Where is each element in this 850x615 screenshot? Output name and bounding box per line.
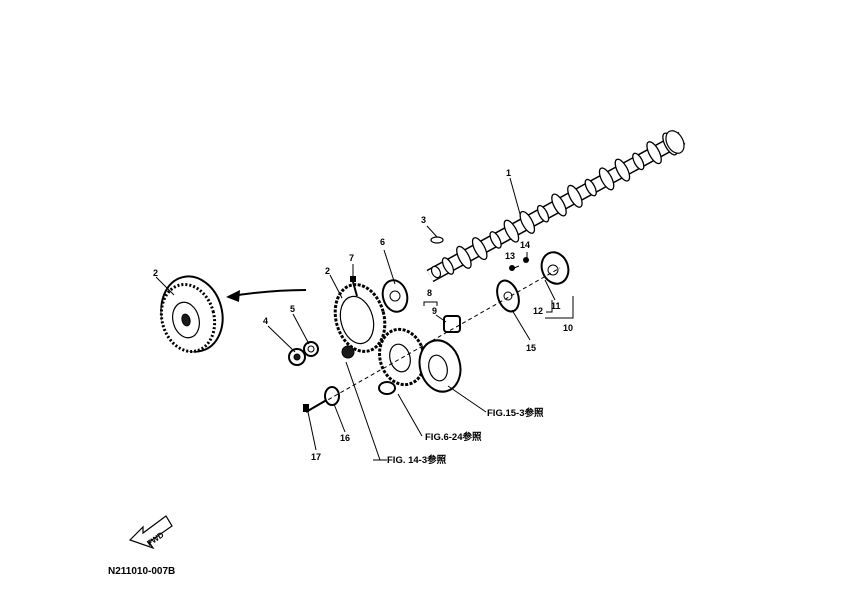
cam-lobe	[551, 193, 567, 217]
leader-lines	[155, 177, 574, 461]
label-part-17: 17	[311, 452, 321, 462]
label-part-8: 8	[427, 288, 432, 298]
fwd-arrow-icon: FWD	[128, 515, 173, 550]
cam-lobe	[567, 184, 583, 208]
direction-arrow	[226, 289, 307, 302]
label-part-3: 3	[421, 215, 426, 225]
cam-lobe	[503, 219, 520, 243]
label-part-4: 4	[263, 316, 268, 326]
washer-16	[324, 386, 340, 406]
drawing-code: N211010-007B	[108, 566, 175, 577]
flywheel-disc	[418, 339, 462, 393]
label-part-15: 15	[526, 343, 536, 353]
cam-lobe	[519, 210, 536, 234]
label-part-9: 9	[432, 306, 437, 316]
washer	[303, 341, 319, 357]
bearing-housing	[540, 251, 570, 285]
washer-3	[430, 236, 444, 244]
cam-gear-removed	[159, 275, 224, 354]
label-part-13: 13	[505, 251, 515, 261]
label-part-2-center: 2	[325, 266, 330, 276]
label-part-16: 16	[340, 433, 350, 443]
oil-seal	[496, 279, 520, 313]
cam-journal	[584, 178, 597, 197]
bolt-13	[509, 265, 515, 271]
reference-fig-6-24: FIG.6-24参照	[425, 431, 482, 443]
cam-gear	[333, 283, 387, 359]
label-part-12: 12	[533, 306, 543, 316]
camshaft	[426, 130, 686, 283]
cam-lobe	[646, 141, 662, 165]
cam-journal	[632, 152, 645, 171]
label-part-6: 6	[380, 237, 385, 247]
label-part-1: 1	[506, 168, 511, 178]
label-part-2-left: 2	[153, 268, 158, 278]
cam-lobe	[456, 245, 472, 269]
label-part-11: 11	[551, 301, 561, 311]
reference-fig-14-3: FIG. 14-3参照	[387, 454, 447, 466]
cam-journal	[489, 231, 502, 249]
label-part-5: 5	[290, 304, 295, 314]
pin-14	[523, 257, 529, 263]
cam-journal	[536, 204, 550, 223]
part-labels: 1 2 2 3 4 5 6 7 8 9 10 11 12 13 14 15 16…	[153, 168, 573, 462]
nut	[288, 348, 306, 366]
cam-lobe	[471, 237, 488, 261]
label-part-14: 14	[520, 240, 530, 250]
drive-gear	[378, 327, 426, 387]
bolt-7	[350, 276, 358, 297]
bushing	[378, 381, 396, 395]
retainer-plate	[381, 279, 409, 313]
cam-lobe	[614, 158, 631, 182]
label-part-7: 7	[349, 253, 354, 263]
cam-lobe	[598, 167, 615, 191]
cam-journal	[441, 257, 455, 275]
reference-labels: FIG.15-3参照 FIG.6-24参照 FIG. 14-3参照	[387, 407, 544, 466]
label-part-10: 10	[563, 323, 573, 333]
reference-fig-15-3: FIG.15-3参照	[487, 407, 544, 419]
spacer-sleeve	[443, 315, 461, 333]
